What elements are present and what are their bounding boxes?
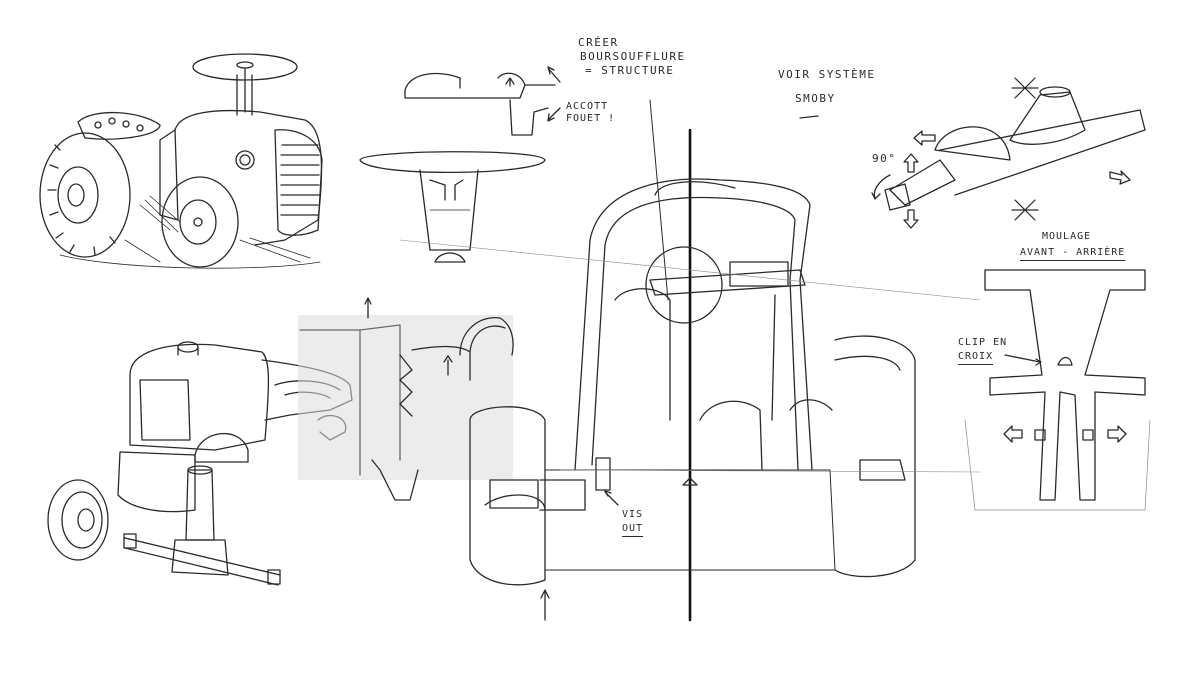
- note-accott-line2: FOUET !: [566, 113, 616, 124]
- arrow-up-icon: [903, 153, 919, 173]
- pedal-sketch: [871, 86, 1146, 211]
- note-clip-line1: CLIP EN: [958, 337, 1008, 348]
- voir-underline: [799, 115, 819, 119]
- arrow-right-icon: [1107, 425, 1127, 443]
- note-accott-line1: ACCOTT: [566, 101, 609, 112]
- section-overlay: [298, 297, 514, 501]
- note-voir-line1: VOIR SYSTÈME: [778, 68, 876, 81]
- section-view-sketch: [399, 99, 981, 622]
- arrow-left-icon: [1003, 425, 1023, 443]
- moulding-sketch: [964, 269, 1151, 511]
- x-mark-icon: [1011, 77, 1039, 99]
- note-vis-line1: VIS: [622, 509, 644, 520]
- arrow-right-icon: [1109, 170, 1131, 185]
- creer-leader-arrow-icon: [547, 66, 561, 83]
- note-moulage-line1: MOULAGE: [1042, 231, 1092, 242]
- arrow-left-icon: [913, 130, 936, 146]
- note-creer-line2: BOURSOUFFLURE: [580, 50, 686, 63]
- steering-sketch: [359, 72, 556, 263]
- note-creer-line1: CRÉER: [578, 36, 619, 49]
- note-angle: 90°: [872, 152, 897, 165]
- x-mark-icon: [1011, 199, 1039, 221]
- tractor-sketch: [39, 53, 323, 269]
- note-voir-line2: SMOBY: [795, 92, 836, 105]
- accott-leader-arrow-icon: [547, 107, 561, 122]
- note-creer-line3: = STRUCTURE: [585, 64, 675, 77]
- note-clip-line2: CROIX: [958, 350, 994, 365]
- note-moulage-line2: AVANT - ARRIÈRE: [1020, 246, 1126, 261]
- note-vis-line2: OUT: [622, 522, 644, 537]
- arrow-down-icon: [903, 209, 919, 229]
